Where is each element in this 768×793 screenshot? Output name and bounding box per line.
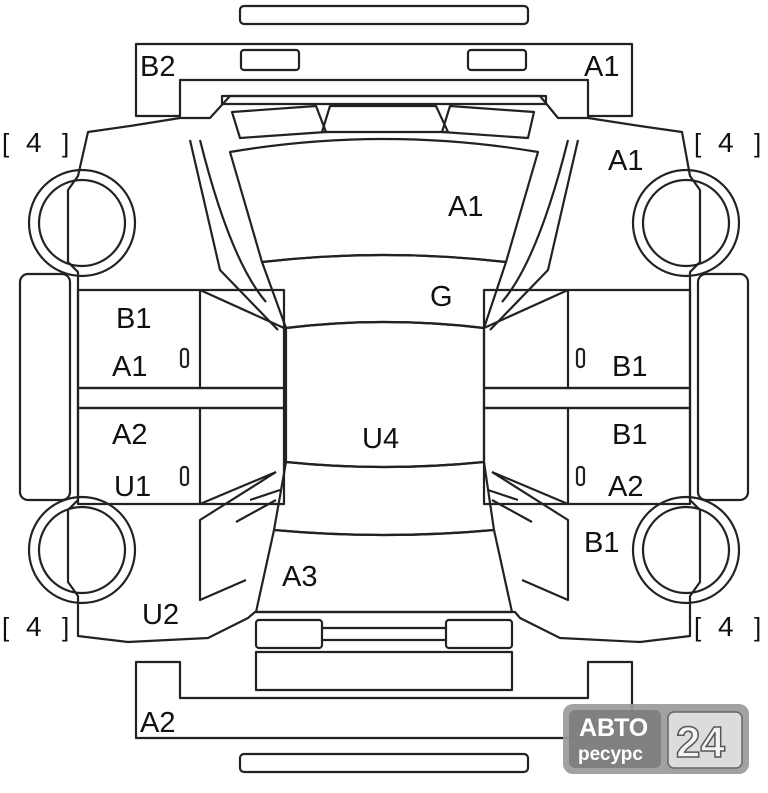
left-door-front	[76, 406, 286, 506]
right-door-front	[482, 406, 692, 506]
wheel-front-left-outer	[27, 495, 137, 605]
front-bumper	[134, 660, 634, 740]
label-roof: U4	[362, 423, 399, 455]
rear-quarter-left	[188, 139, 279, 331]
wheel-front-right-inner	[641, 505, 731, 595]
tire-front-left-rating: [ 4 ]	[2, 611, 69, 642]
car-body-outline	[66, 94, 702, 644]
left-front-door-pillar	[199, 470, 277, 506]
watermark-line2: ресурс	[578, 744, 643, 765]
label-rear-window: G	[430, 281, 453, 313]
bracket-open: [	[2, 128, 10, 158]
rear-spoiler	[220, 94, 548, 106]
left-rear-door-pillar	[199, 288, 285, 330]
watermark-text-panel	[569, 710, 661, 768]
tire-value: 4	[26, 611, 42, 642]
tire-value: 4	[718, 611, 734, 642]
label-front-door-left-upper: A2	[112, 419, 147, 451]
label-hood: A3	[282, 561, 317, 593]
wheel-front-right-outer	[631, 495, 741, 605]
trunk-lid	[228, 137, 540, 264]
bracket-open: [	[694, 612, 702, 642]
tire-rear-right-rating: [ 4 ]	[694, 127, 761, 158]
label-rear-quarter-right: A1	[608, 145, 643, 177]
rear-reflector-left	[239, 48, 301, 72]
tire-front-right-rating: [ 4 ]	[694, 611, 761, 642]
front-fender-right-line	[491, 471, 570, 602]
label-front-door-right-upper: B1	[612, 419, 647, 451]
watermark-logo: АВТО ресурс 24	[563, 704, 749, 774]
label-front-fender-left: U2	[142, 599, 179, 631]
watermark-number-box	[667, 711, 743, 769]
rear-lamp-right	[440, 104, 536, 140]
rear-lamp-left	[230, 104, 328, 140]
bracket-open: [	[694, 128, 702, 158]
wheel-rear-left-inner	[37, 178, 127, 268]
rear-bumper-strip	[238, 4, 530, 26]
wheel-rear-left-outer	[27, 168, 137, 278]
label-rear-door-right: B1	[612, 351, 647, 383]
wheel-rear-right-outer	[631, 168, 741, 278]
rear-quarter-right	[489, 139, 580, 331]
door-handle-left-rear	[179, 347, 190, 369]
a-pillar-right	[487, 488, 533, 523]
label-rear-bumper-left: B2	[140, 51, 175, 83]
door-handle-right-front	[575, 465, 586, 487]
trunk-lid-top	[320, 104, 450, 134]
wheel-rear-right-inner	[641, 178, 731, 268]
label-trunk-lid: A1	[448, 191, 483, 223]
label-front-fender-right: B1	[584, 527, 619, 559]
front-bumper-face	[254, 650, 514, 692]
rear-reflector-right	[466, 48, 528, 72]
right-rear-door-pillar	[483, 288, 569, 330]
label-rear-door-left-lower: A1	[112, 351, 147, 383]
hood	[254, 528, 514, 614]
rear-window	[260, 253, 508, 330]
grille	[322, 626, 446, 642]
right-side-skirt	[696, 272, 750, 502]
bracket-close: ]	[754, 612, 761, 642]
label-rear-door-left-upper: B1	[116, 303, 151, 335]
bracket-open: [	[2, 612, 10, 642]
right-front-door-pillar	[491, 470, 569, 506]
door-handle-left-front	[179, 465, 190, 487]
label-front-bumper-left: A2	[140, 707, 175, 739]
left-side-skirt	[18, 272, 72, 502]
label-front-door-left-lower: U1	[114, 471, 151, 503]
a-pillar-left	[235, 488, 281, 523]
headlight-right	[444, 618, 514, 650]
windshield	[272, 460, 496, 537]
bracket-close: ]	[62, 612, 69, 642]
front-fender-left-line	[198, 471, 277, 602]
watermark-line1: АВТО	[579, 714, 648, 742]
wheel-front-left-inner	[37, 505, 127, 595]
tire-rear-left-rating: [ 4 ]	[2, 127, 69, 158]
front-bumper-strip	[238, 752, 530, 774]
tire-value: 4	[718, 127, 734, 158]
bracket-close: ]	[62, 128, 69, 158]
door-handle-right-rear	[575, 347, 586, 369]
label-rear-bumper-right: A1	[584, 51, 619, 83]
rear-bumper	[134, 42, 634, 118]
watermark-number: 24	[676, 718, 725, 767]
label-front-door-right-lower: A2	[608, 471, 643, 503]
tire-value: 4	[26, 127, 42, 158]
headlight-left	[254, 618, 324, 650]
right-door-sill	[482, 386, 692, 410]
left-door-sill	[76, 386, 286, 410]
bracket-close: ]	[754, 128, 761, 158]
